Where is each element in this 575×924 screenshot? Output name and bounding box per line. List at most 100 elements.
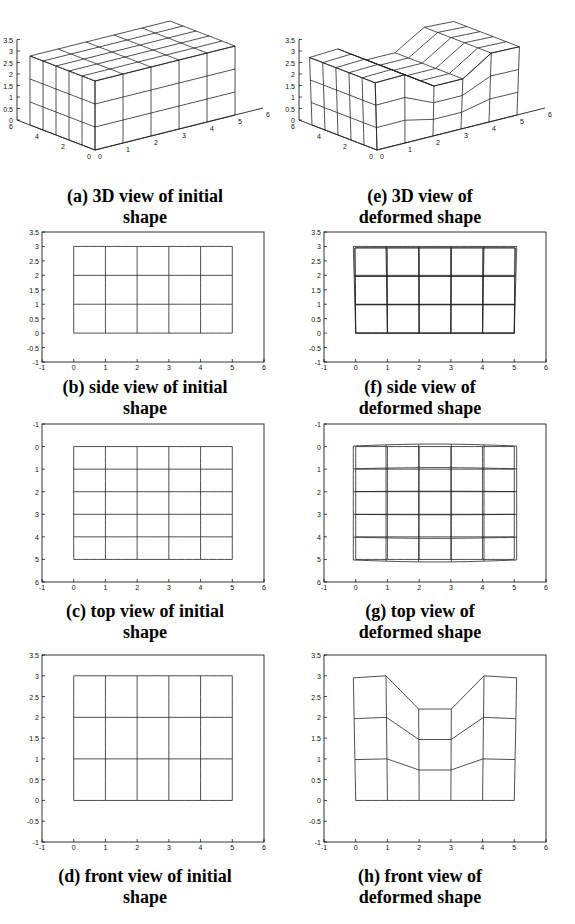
mesh-line <box>95 115 235 150</box>
tick-label: -1 <box>321 584 327 591</box>
mesh-line <box>30 21 170 56</box>
tick-label: 2 <box>417 844 421 851</box>
tick-mark <box>42 821 45 822</box>
mesh-line <box>95 81 96 150</box>
plot-panel <box>42 655 264 842</box>
tick-mark <box>482 579 483 582</box>
tick-mark <box>42 514 45 515</box>
tick-mark <box>42 675 45 676</box>
tick-mark <box>42 424 45 425</box>
mesh-line <box>353 246 355 333</box>
axis-line <box>377 108 545 150</box>
tick-mark <box>324 469 327 470</box>
tick-mark <box>168 359 169 362</box>
mesh-line <box>43 26 183 61</box>
tick-label: 2 <box>317 272 321 279</box>
tick-mark <box>324 559 327 560</box>
mesh-line <box>310 58 376 83</box>
tick-label: 2 <box>35 488 39 495</box>
mesh-line <box>43 61 44 130</box>
tick-label: 2 <box>154 139 158 146</box>
mesh-line <box>74 559 233 560</box>
tick-label: 4 <box>199 844 203 851</box>
tick-mark <box>232 359 233 362</box>
mesh-line <box>450 246 451 333</box>
tick-mark <box>42 333 45 334</box>
tick-label: 0 <box>317 330 321 337</box>
tick-mark <box>324 536 327 537</box>
plot-panel <box>42 424 264 582</box>
mesh-line <box>482 447 483 560</box>
mesh-line <box>74 246 233 247</box>
tick-mark <box>42 491 45 492</box>
mesh-line <box>200 676 201 801</box>
tick-label: 1.5 <box>311 286 321 293</box>
tick-label: -1 <box>315 359 321 366</box>
tick-label: 1 <box>385 844 389 851</box>
tick-label: 6 <box>9 123 13 130</box>
mesh-line <box>375 47 519 86</box>
mesh-line <box>386 445 387 561</box>
panel-caption: (g) top view of deformed shape <box>330 601 510 643</box>
mesh-line <box>323 63 325 130</box>
tick-mark <box>137 579 138 582</box>
tick-label: 4 <box>210 125 214 132</box>
mesh-line <box>356 514 515 515</box>
mesh-line <box>353 446 354 560</box>
tick-label: 0 <box>317 443 321 450</box>
tick-label: -1 <box>315 421 321 428</box>
tick-mark <box>324 304 327 305</box>
mesh-line <box>353 676 516 709</box>
tick-label: -1 <box>39 584 45 591</box>
mesh-line <box>105 246 106 333</box>
tick-label: 3 <box>317 243 321 250</box>
tick-mark <box>42 696 45 697</box>
tick-mark <box>200 839 201 842</box>
mesh-line <box>74 675 233 676</box>
tick-label: 1 <box>317 755 321 762</box>
tick-label: 0 <box>72 844 76 851</box>
tick-mark <box>546 579 547 582</box>
mesh-line <box>137 676 138 801</box>
tick-mark <box>324 491 327 492</box>
tick-label: 3 <box>317 672 321 679</box>
mesh-line <box>418 248 419 333</box>
tick-mark <box>355 579 356 582</box>
tick-label: 2.5 <box>311 257 321 264</box>
tick-mark <box>42 469 45 470</box>
mesh-line <box>356 333 515 334</box>
tick-label: 1 <box>103 584 107 591</box>
panel-caption: (b) side view of initial shape <box>55 377 235 419</box>
axis-line <box>17 40 18 121</box>
mesh-line <box>355 276 515 277</box>
tick-label: 2 <box>61 143 65 150</box>
tick-label: 0 <box>380 153 384 160</box>
mesh-line <box>386 676 387 801</box>
mesh-line <box>30 102 95 127</box>
mesh-line <box>74 446 233 447</box>
tick-label: -1 <box>39 844 45 851</box>
tick-label: 4 <box>199 364 203 371</box>
mesh-line <box>179 60 180 129</box>
mesh-line <box>312 125 377 150</box>
tick-mark <box>324 696 327 697</box>
mesh-line <box>323 27 467 66</box>
tick-mark <box>514 579 515 582</box>
tick-label: 2 <box>343 143 347 150</box>
mesh-line <box>355 447 356 560</box>
axes-box <box>324 655 546 842</box>
mesh-line <box>69 71 70 140</box>
panel-caption: (h) front view of deformed shape <box>330 866 510 908</box>
mesh-line <box>74 491 233 492</box>
tick-mark <box>17 51 20 52</box>
mesh-line <box>376 92 517 127</box>
tick-mark <box>42 536 45 537</box>
tick-label: 2 <box>135 584 139 591</box>
tick-label: 2.5 <box>29 693 39 700</box>
tick-label: 1 <box>385 584 389 591</box>
tick-mark <box>42 347 45 348</box>
mesh-line <box>514 248 516 333</box>
mesh-line <box>349 73 351 140</box>
tick-label: 0 <box>35 443 39 450</box>
tick-label: 3 <box>317 511 321 518</box>
